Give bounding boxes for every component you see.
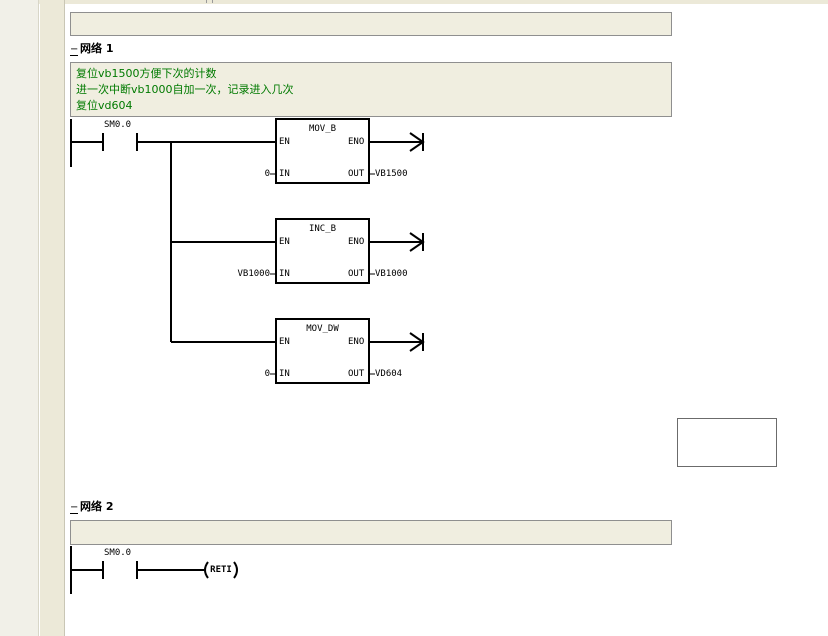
out-operand[interactable]: VD604 <box>375 369 403 379</box>
program-comment-box[interactable] <box>70 12 672 36</box>
eno-pin: ENO <box>348 137 365 147</box>
in-operand[interactable]: 0 <box>264 169 270 179</box>
out-pin: OUT <box>348 169 365 179</box>
en-pin: EN <box>279 137 290 147</box>
network-margin <box>40 0 65 636</box>
tab-divider <box>208 0 213 3</box>
en-pin: EN <box>279 337 290 347</box>
mov-dw-box[interactable] <box>275 318 370 384</box>
network-2-title[interactable]: −网络 2 <box>70 500 113 514</box>
box-title: MOV_B <box>308 124 337 134</box>
tab-divider <box>0 0 207 3</box>
eno-pin: ENO <box>348 337 365 347</box>
reti-coil-label[interactable]: RETI <box>210 565 232 575</box>
contact-label: SM0.0 <box>104 548 132 558</box>
out-operand[interactable]: VB1500 <box>375 169 408 179</box>
out-operand[interactable]: VB1000 <box>375 269 408 279</box>
in-pin: IN <box>279 369 290 379</box>
in-operand[interactable]: 0 <box>264 369 270 379</box>
out-pin: OUT <box>348 269 365 279</box>
mov-b-box[interactable] <box>275 118 370 184</box>
contact-label: SM0.0 <box>104 120 132 130</box>
empty-panel <box>677 418 777 467</box>
top-tab-strip <box>0 0 828 4</box>
in-pin: IN <box>279 269 290 279</box>
collapse-icon[interactable]: − <box>70 502 79 514</box>
comment-line: 复位vb1500方便下次的计数 <box>76 67 217 80</box>
in-pin: IN <box>279 169 290 179</box>
box-title: MOV_DW <box>306 324 339 334</box>
network-1-comment-box[interactable]: 复位vb1500方便下次的计数 进一次中断vb1000自加一次，记录进入几次 复… <box>70 62 672 117</box>
coil-right-arc <box>233 561 238 579</box>
network-2-label: 网络 2 <box>80 500 114 513</box>
collapse-icon[interactable]: − <box>70 44 79 56</box>
network-1-label: 网络 1 <box>80 42 114 55</box>
box-title: INC_B <box>308 224 337 234</box>
comment-line: 进一次中断vb1000自加一次，记录进入几次 <box>76 83 294 96</box>
network-1-title[interactable]: −网络 1 <box>70 42 113 56</box>
in-operand[interactable]: VB1000 <box>237 269 270 279</box>
network-2-comment-box[interactable] <box>70 520 672 545</box>
out-pin: OUT <box>348 369 365 379</box>
eno-pin: ENO <box>348 237 365 247</box>
editor-left-gutter <box>0 0 39 636</box>
en-pin: EN <box>279 237 290 247</box>
coil-left-arc <box>204 561 209 579</box>
inc-b-box[interactable] <box>275 218 370 284</box>
comment-line: 复位vd604 <box>76 99 133 112</box>
